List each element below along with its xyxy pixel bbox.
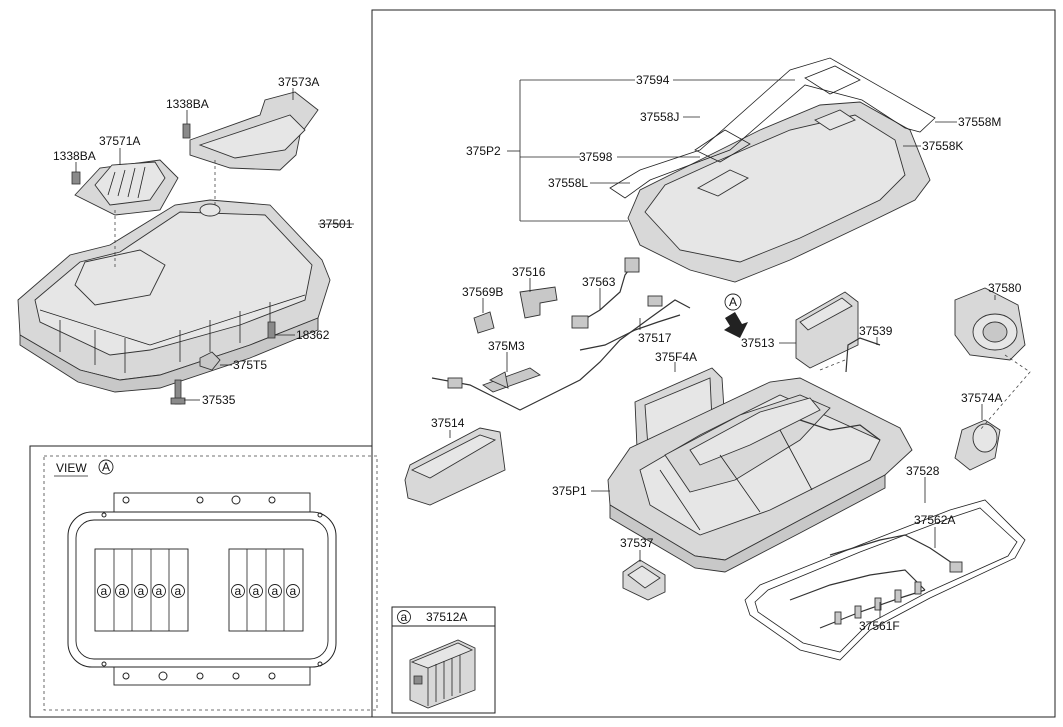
label-37574A: 37574A [961,391,1002,405]
cell-marker: a [138,584,145,598]
label-1338BA-left: 1338BA [53,149,96,163]
fan-37580 [954,287,1026,361]
label-37537: 37537 [620,536,654,550]
bracket-37516 [519,286,558,319]
gasket-37594 [609,57,936,199]
label-37501: 37501 [319,217,353,231]
view-a-frame [29,445,373,718]
label-37558K: 37558K [922,139,963,153]
label-37573A: 37573A [278,75,319,89]
label-37539: 37539 [859,324,893,338]
label-37562A: 37562A [914,513,955,527]
cell-marker: a [290,584,297,598]
cell-marker: a [272,584,279,598]
bolt-1338BA-top [182,123,191,139]
cell-module-37512A [409,639,476,709]
label-1338BA-top: 1338BA [166,97,209,111]
duct-37574A [954,419,1001,471]
assembly-frame [371,9,1056,718]
label-375F4A: 375F4A [655,350,697,364]
clip-37569B [473,311,495,334]
label-37513: 37513 [741,336,775,350]
cell-marker: a [235,584,242,598]
label-37594: 37594 [636,73,670,87]
label-37558L: 37558L [548,176,588,190]
lower-tray-375P1 [607,377,913,573]
callout-a-letter: A [729,295,737,309]
label-37571A: 37571A [99,134,140,148]
cover-37513 [795,291,859,369]
label-37517: 37517 [638,331,672,345]
label-375P2: 375P2 [466,144,501,158]
label-37598: 37598 [579,150,613,164]
harness-37562A [789,534,963,601]
bolt-37535 [170,379,186,405]
harness-37563 [571,257,640,329]
label-375P1: 375P1 [552,484,587,498]
view-marker: A [102,460,110,474]
module-37514 [404,427,506,506]
harness-37517 [431,295,691,411]
cell-marker: a [101,584,108,598]
legend-marker: a [401,610,408,624]
part-375M3 [482,367,541,393]
label-375M3: 375M3 [488,339,525,353]
label-37558M: 37558M [958,115,1001,129]
legend-box [391,606,496,714]
cell-marker: a [119,584,126,598]
label-37535: 37535 [202,393,236,407]
label-37580: 37580 [988,281,1022,295]
cell-marker: a [156,584,163,598]
label-37514: 37514 [431,416,465,430]
part-375T5 [199,351,221,371]
cable-37539 [845,337,881,373]
view-a-markers: a a a a a a a a a [97,584,300,598]
battery-pack-assembly [17,199,331,393]
cell-marker: a [175,584,182,598]
callout-arrow-a [724,293,748,338]
bracket-37573A [189,91,319,171]
connector-37537 [622,559,666,601]
label-37561F: 37561F [859,619,900,633]
label-37516: 37516 [512,265,546,279]
label-37528: 37528 [906,464,940,478]
bolt-1338BA-left [71,171,81,185]
label-37569B: 37569B [462,285,503,299]
label-37558J: 37558J [640,110,679,124]
junction-block-37571A [74,159,179,216]
legend-part-number: 37512A [426,610,467,624]
upper-cover-assembly [627,101,931,283]
view-title: VIEW [56,461,87,475]
label-37563: 37563 [582,275,616,289]
bolt-18362 [267,321,276,339]
cell-marker: a [253,584,260,598]
view-a-inner-frame [43,455,378,711]
label-18362: 18362 [296,328,330,342]
label-375T5: 375T5 [233,358,267,372]
gasket-37528 [744,499,1026,661]
